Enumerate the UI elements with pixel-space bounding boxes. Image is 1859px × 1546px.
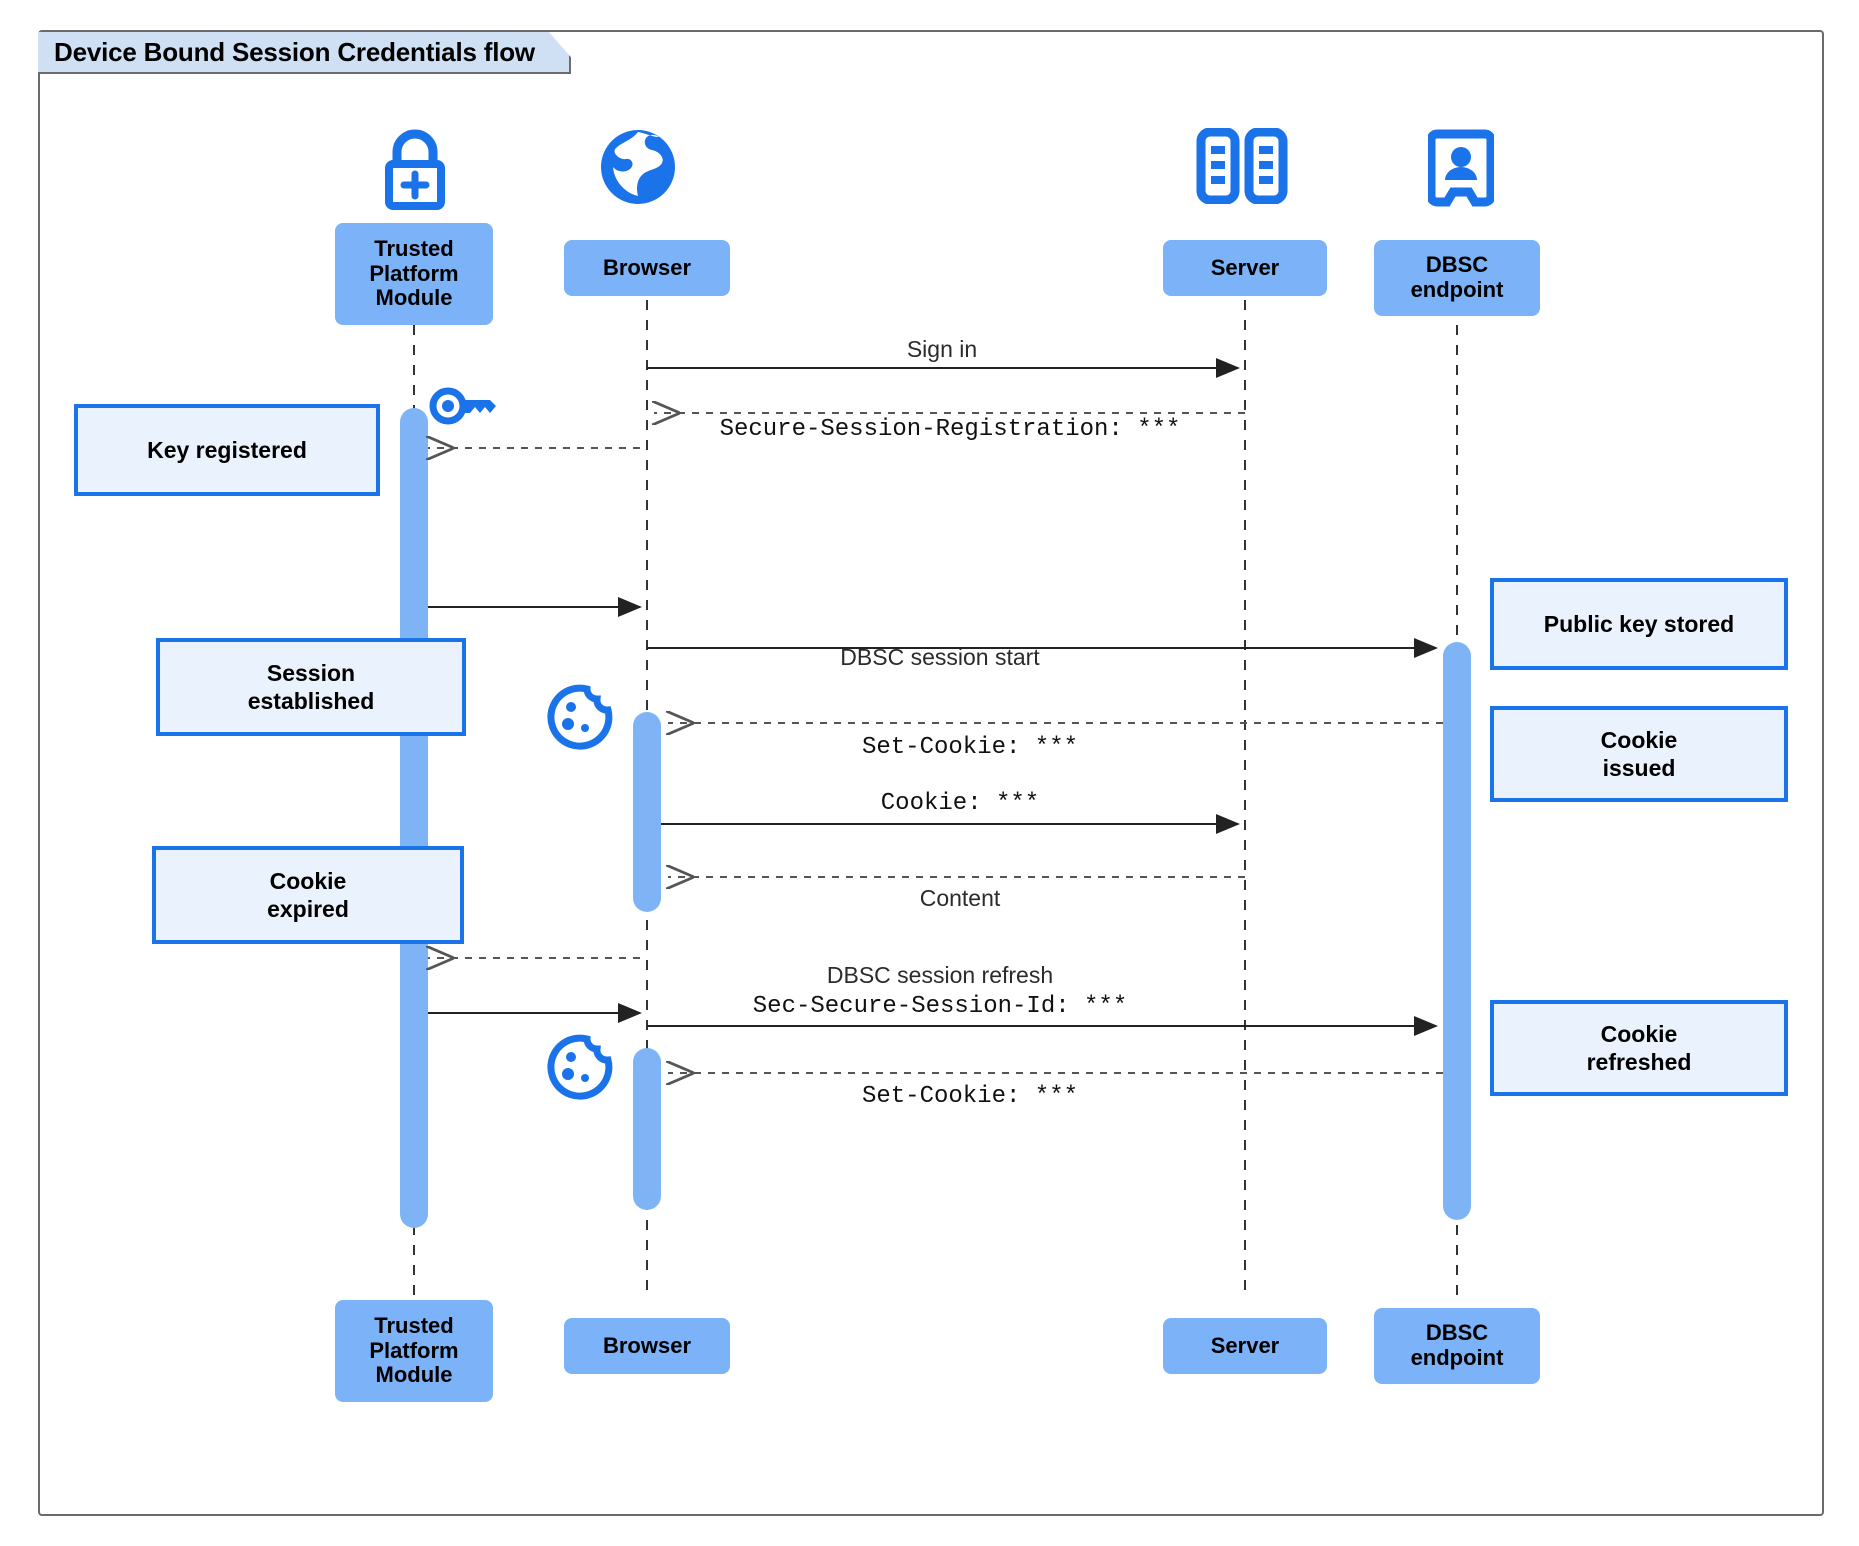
footer-participant-server[interactable]: Server xyxy=(1163,1318,1327,1374)
globe-icon xyxy=(597,126,679,213)
activation-dbsc xyxy=(1443,642,1471,1220)
activation-browser-2 xyxy=(633,1048,661,1210)
note-public-key-stored: Public key stored xyxy=(1490,578,1788,670)
note-cookie-expired: Cookie expired xyxy=(152,846,464,944)
lock-plus-icon xyxy=(373,124,457,217)
note-session-established: Session established xyxy=(156,638,466,736)
cookie-icon xyxy=(547,684,613,755)
note-cookie-issued: Cookie issued xyxy=(1490,706,1788,802)
server-racks-icon xyxy=(1196,127,1288,209)
participant-browser[interactable]: Browser xyxy=(564,240,730,296)
note-key-registered: Key registered xyxy=(74,404,380,496)
note-cookie-refreshed: Cookie refreshed xyxy=(1490,1000,1788,1096)
participant-server[interactable]: Server xyxy=(1163,240,1327,296)
participant-tpm[interactable]: Trusted Platform Module xyxy=(335,223,493,325)
footer-participant-tpm[interactable]: Trusted Platform Module xyxy=(335,1300,493,1402)
id-badge-icon xyxy=(1426,128,1496,213)
key-icon xyxy=(428,382,500,435)
activation-tpm xyxy=(400,408,428,1228)
page-title: Device Bound Session Credentials flow xyxy=(54,36,535,67)
cookie-icon xyxy=(547,1034,613,1105)
diagram-title-tab: Device Bound Session Credentials flow xyxy=(38,32,571,74)
participant-dbsc[interactable]: DBSC endpoint xyxy=(1374,240,1540,316)
footer-participant-browser[interactable]: Browser xyxy=(564,1318,730,1374)
activation-browser-1 xyxy=(633,712,661,912)
footer-participant-dbsc[interactable]: DBSC endpoint xyxy=(1374,1308,1540,1384)
